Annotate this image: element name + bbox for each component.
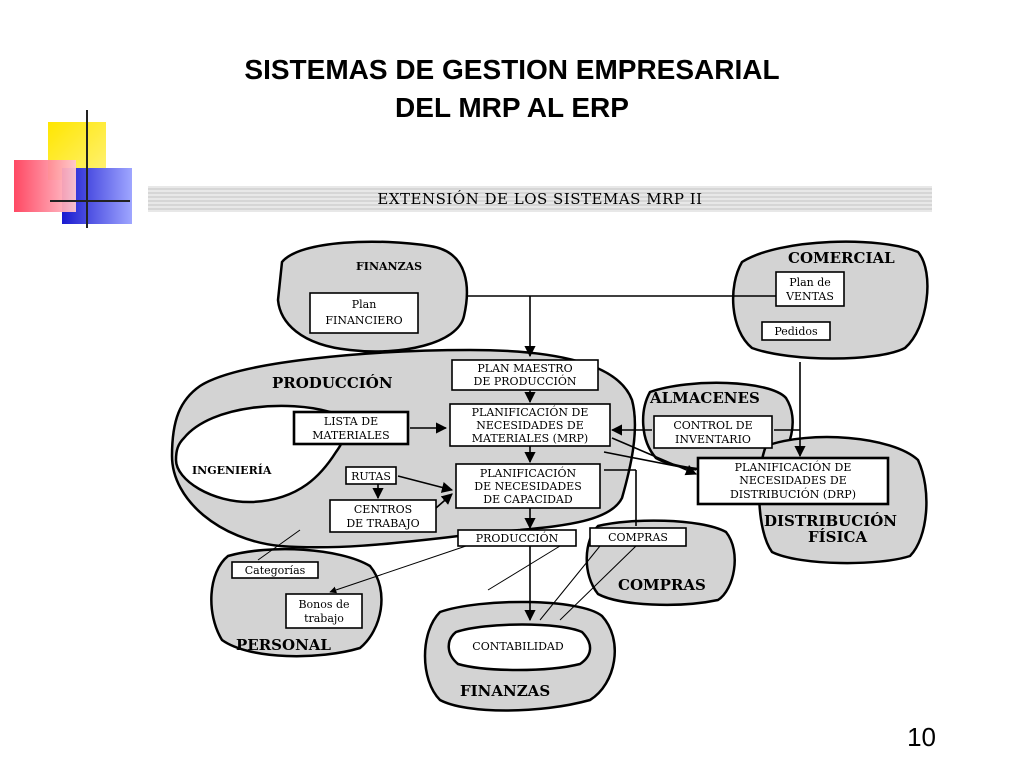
diagram-banner: EXTENSIÓN DE LOS SISTEMAS MRP II [148,186,932,212]
box-rutas [345,466,397,485]
decorative-horizontal-line [50,200,130,202]
box-mrp-line-1: PLANIFICACIÓN DE [472,405,589,419]
box-produccion-label: PRODUCCIÓN [476,531,559,545]
connector-produccion-bonos [329,545,467,594]
box-drp [696,456,890,506]
box-pedidos [761,321,831,341]
box-produccion [457,529,577,547]
area-label-almacenes: ALMACENES [649,389,760,407]
box-capacidad-line-3: DE CAPACIDAD [483,493,573,506]
slide-title-line-1: SISTEMAS DE GESTION EMPRESARIAL [244,54,780,85]
box-lista-materiales-line-2: MATERIALES [312,429,389,442]
connector-rutas-capacidad [397,475,454,493]
box-control-inventario-line-1: CONTROL DE [673,419,752,432]
box-bonos-trabajo-line-2: trabajo [304,612,344,625]
box-plan-ventas [775,271,845,307]
box-lista-materiales [292,410,410,446]
box-plan-financiero [309,292,419,334]
box-plan-ventas-line-1: Plan de [789,276,831,289]
box-drp-line-2: NECESIDADES DE [739,474,846,487]
connector-mrp-drp-2 [603,451,697,471]
box-lista-materiales-line-1: LISTA DE [324,415,378,428]
box-control-inventario [653,415,773,449]
area-label-compras: COMPRAS [618,576,706,594]
box-rutas-label: RUTAS [351,470,391,483]
decorative-vertical-line [86,110,88,228]
box-plan-maestro-line-1: PLAN MAESTRO [477,362,572,375]
box-plan-maestro-line-2: DE PRODUCCIÓN [474,374,577,388]
connector-centros-categorias [257,529,301,561]
box-capacidad-line-1: PLANIFICACIÓN [480,466,577,480]
box-centros-trabajo-line-2: DE TRABAJO [346,517,419,530]
area-label-finanzas-top: FINANZAS [356,260,422,273]
area-label-comercial: COMERCIAL [788,249,895,267]
box-mrp [449,403,611,447]
box-bonos-trabajo [285,593,363,629]
area-label-ingenieria: INGENIERÍA [192,463,272,477]
box-drp-line-1: PLANIFICACIÓN DE [735,460,852,474]
connector-produccion-contab [487,545,561,591]
box-categorias-label: Categorías [245,564,306,577]
box-plan-maestro [451,359,599,391]
box-compras-label: COMPRAS [608,531,668,544]
box-plan-ventas-line-2: VENTAS [785,290,834,303]
box-mrp-line-3: MATERIALES (MRP) [472,432,588,445]
decorative-red-square [14,160,76,212]
box-drp-line-3: DISTRIBUCIÓN (DRP) [730,487,856,501]
area-label-personal: PERSONAL [236,636,331,654]
page-number: 10 [907,722,936,752]
blob-contabilidad [447,623,592,672]
area-label-distribucion-2: FÍSICA [808,528,867,546]
box-pedidos-label: Pedidos [774,325,818,338]
box-capacidad-line-2: DE NECESIDADES [474,480,581,493]
area-label-distribucion-1: DISTRIBUCIÓN [764,512,897,530]
connector-compras-finanzas [539,545,601,621]
box-mrp-line-2: NECESIDADES DE [476,419,583,432]
box-centros-trabajo-line-1: CENTROS [354,503,412,516]
slide-title-line-2: DEL MRP AL ERP [395,92,629,123]
box-contabilidad-label: CONTABILIDAD [472,640,564,653]
box-plan-financiero-line-2: FINANCIERO [325,314,402,327]
connector-compras-contab [559,545,637,621]
box-control-inventario-line-2: INVENTARIO [675,433,751,446]
box-categorias [231,561,319,579]
box-centros-trabajo [329,499,437,533]
connector-centros-capacidad [435,493,453,509]
box-compras [589,527,687,547]
area-label-finanzas-bottom: FINANZAS [460,682,550,700]
area-label-produccion: PRODUCCIÓN [272,374,393,392]
box-bonos-trabajo-line-1: Bonos de [298,598,349,611]
box-capacidad [455,463,601,509]
box-plan-financiero-line-1: Plan [352,298,377,311]
